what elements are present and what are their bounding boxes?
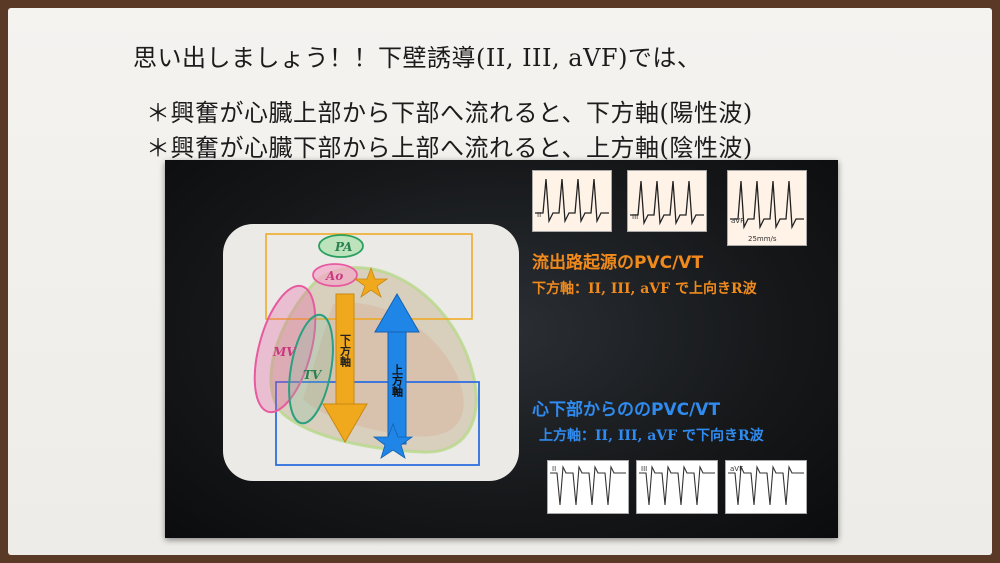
ao-label: Ao [325,269,343,283]
ecg-trace-outflow-iii: III [630,180,704,226]
outflow-origin-star-icon [353,266,389,299]
slide-title: 思い出しましょう！！下壁誘導(II, III, aVF)では、 [133,44,702,72]
ecg-strip-inferior-lead-iii: III [636,460,718,514]
ecg-trace-inferior-iii: III [639,464,715,506]
ecg-strip-outflow-lead-ii: II [532,170,612,232]
heart-diagram-box: PA Ao MV TV 下方軸 上方軸 [223,224,519,481]
lead-label: II [552,465,556,473]
inferior-region-box [275,381,480,466]
inferior-subtitle: 上方軸：II, III, aVF で下向きR波 [539,428,764,444]
ecg-strip-inferior-lead-ii: II [547,460,629,514]
ecg-trace-outflow-ii: II [535,178,609,224]
bullet-upward-axis: ＊興奮が心臓下部から上部へ流れると、上方軸(陰性波) [146,134,753,162]
ecg-trace-inferior-avf: aVF [728,464,804,506]
lead-label: III [632,213,638,221]
downward-axis-label: 下方軸 [339,334,352,368]
inferior-origin-star-icon [372,422,414,459]
heart-diagram: PA Ao MV TV 下方軸 上方軸 [253,233,480,466]
upward-axis-label: 上方軸 [391,363,404,398]
outflow-title: 流出路起源のPVC/VT [532,253,704,273]
mv-label: MV [272,345,297,359]
lead-label: III [641,465,647,473]
lead-label: aVF [730,465,743,473]
speed-label: 25mm/s [748,235,777,243]
pa-label: PA [334,240,352,254]
inferior-title: 心下部からののPVC/VT [532,400,721,420]
ao-valve-ring [312,263,358,287]
ecg-strip-outflow-lead-avf: aVF 25mm/s [727,170,807,246]
tv-valve-ring [288,313,334,425]
bullet-downward-axis: ＊興奮が心臓上部から下部へ流れると、下方軸(陽性波) [146,99,753,127]
outflow-subtitle: 下方軸：II, III, aVF で上向きR波 [532,281,757,297]
dark-panel: PA Ao MV TV 下方軸 上方軸 II [165,160,838,538]
lead-label: II [537,211,541,219]
ecg-strip-outflow-lead-iii: III [627,170,707,232]
outflow-region-box [265,233,473,320]
ecg-trace-outflow-avf: aVF 25mm/s [730,180,804,243]
pa-valve-ring [318,234,364,258]
lead-label: aVF [731,217,744,225]
ecg-trace-inferior-ii: II [550,464,626,506]
tv-label: TV [303,368,323,382]
downward-axis-arrow [322,293,368,443]
mv-valve-ring [253,284,317,414]
ecg-strip-inferior-lead-avf: aVF [725,460,807,514]
